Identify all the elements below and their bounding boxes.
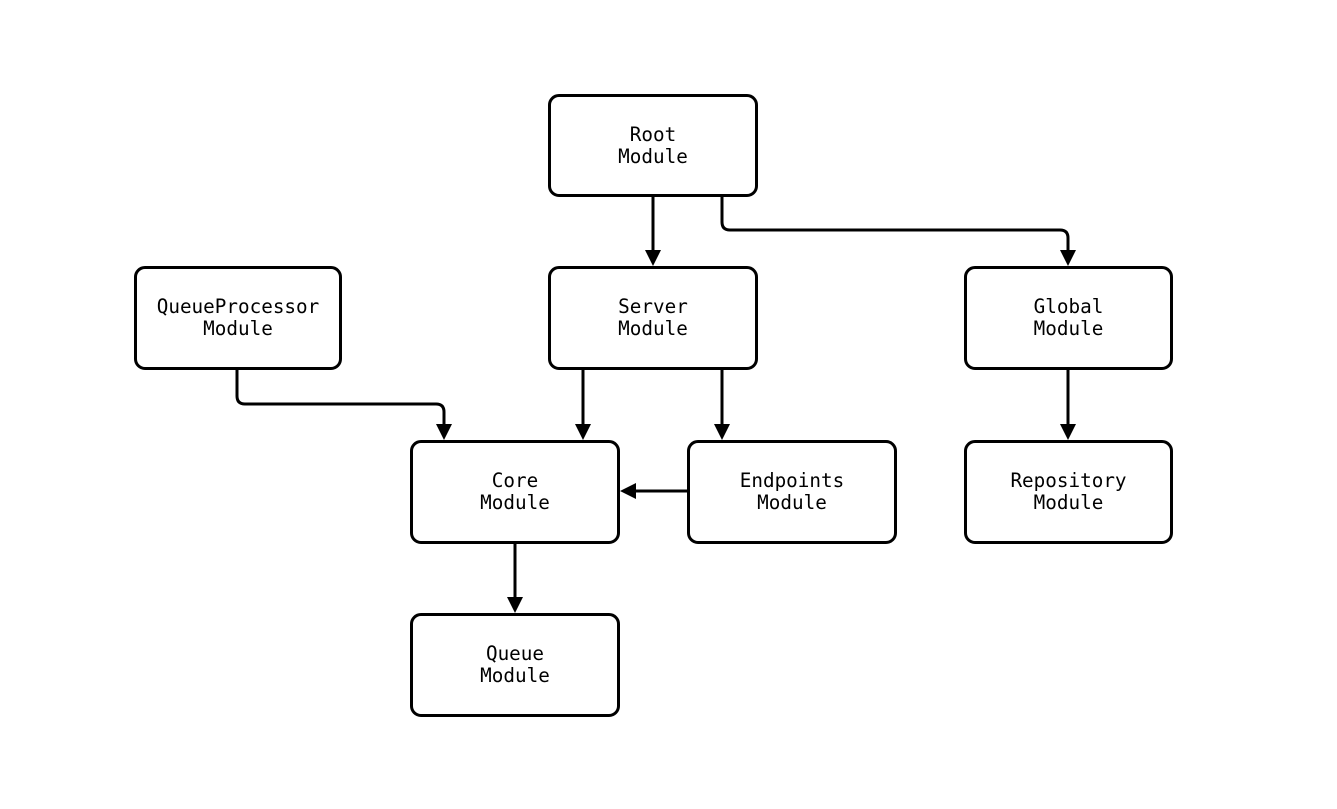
node-endpoints[interactable]: Endpoints Module (687, 440, 897, 544)
node-label-queueprocessor: QueueProcessor Module (156, 295, 320, 340)
node-label-root: Root Module (618, 122, 688, 168)
node-label-queue: Queue Module (480, 642, 550, 687)
arrowhead-endpoints-to-core (620, 483, 636, 499)
node-queue[interactable]: Queue Module (410, 613, 620, 717)
node-queueprocessor[interactable]: QueueProcessor Module (134, 266, 342, 370)
arrowhead-root-to-global (1060, 250, 1076, 266)
node-server[interactable]: Server Module (548, 266, 758, 370)
arrowhead-server-to-core (575, 424, 591, 440)
node-label-global: Global Module (1033, 295, 1104, 340)
arrowhead-core-to-queue (507, 597, 523, 613)
edge-queueprocessor-to-core (235, 370, 446, 426)
edge-root-to-global (720, 197, 1070, 252)
arrowhead-queueprocessor-to-core (436, 424, 452, 440)
node-global[interactable]: Global Module (964, 266, 1173, 370)
node-label-core: Core Module (480, 469, 550, 514)
arrowhead-root-to-server (645, 250, 661, 266)
node-label-server: Server Module (618, 295, 688, 340)
node-label-endpoints: Endpoints Module (739, 469, 845, 514)
arrowhead-global-to-repository (1060, 424, 1076, 440)
node-root[interactable]: Root Module (548, 94, 758, 197)
node-repository[interactable]: Repository Module (964, 440, 1173, 544)
arrowhead-server-to-endpoints (714, 424, 730, 440)
node-label-repository: Repository Module (1010, 469, 1127, 514)
node-core[interactable]: Core Module (410, 440, 620, 544)
